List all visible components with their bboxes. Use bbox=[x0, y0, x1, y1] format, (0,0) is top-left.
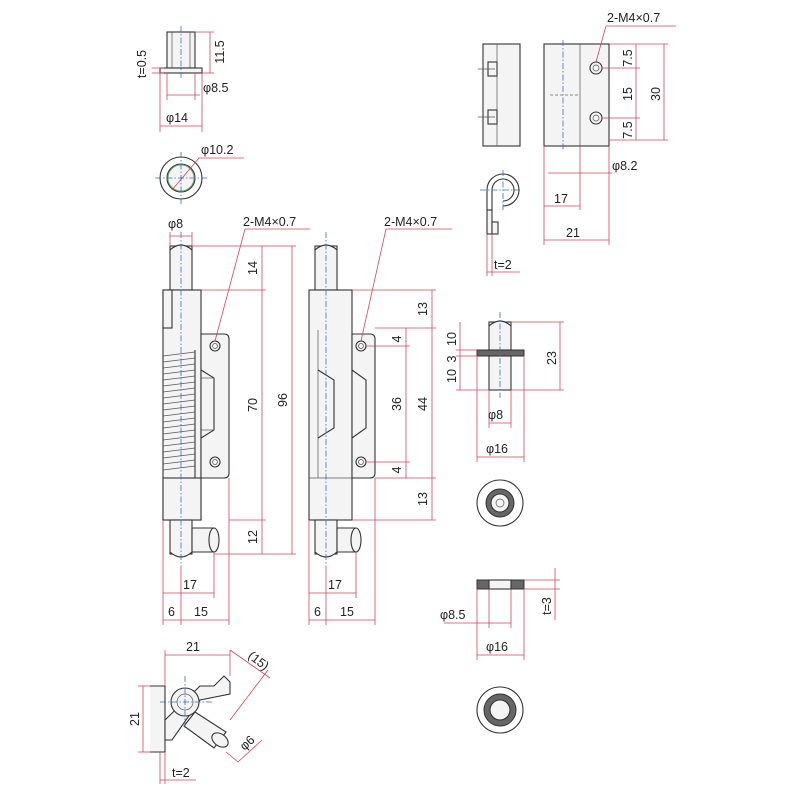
washer-inner-diameter-label: φ8.5 bbox=[440, 608, 466, 622]
latch-body-dims bbox=[308, 228, 452, 625]
washer-bottom-view bbox=[476, 686, 524, 734]
stepped-pin-top-view bbox=[476, 479, 524, 527]
dim-7p5-bottom-label: 7.5 bbox=[621, 121, 635, 138]
top-view-thickness-label: t=2 bbox=[172, 766, 190, 780]
dim-4-bottom-label: 4 bbox=[390, 466, 404, 473]
small-pin-view bbox=[152, 26, 214, 132]
top-view-15-label: (15) bbox=[245, 648, 271, 673]
stepped-pin-dims bbox=[456, 321, 564, 462]
dim-15-label-left: 15 bbox=[194, 605, 208, 619]
dim-36-label: 36 bbox=[390, 397, 404, 411]
pin-height-label: 11.5 bbox=[213, 40, 227, 63]
stepped-pin-view bbox=[476, 312, 525, 398]
bolt-diameter-label: φ8 bbox=[168, 217, 183, 231]
thread-callout-middle: 2-M4×0.7 bbox=[384, 215, 437, 229]
dim-10-top-label: 10 bbox=[445, 332, 459, 346]
stepped-pin-d8-label: φ8 bbox=[488, 408, 503, 422]
pin-thickness-label: t=0.5 bbox=[135, 50, 149, 78]
latch-top-view bbox=[150, 675, 231, 753]
pin-diameter-label: φ8.5 bbox=[203, 81, 229, 95]
dim-21-bracket-label: 21 bbox=[566, 226, 580, 240]
washer-diameter-label: φ10.2 bbox=[201, 143, 233, 157]
bracket-hole-diameter-label: φ8.2 bbox=[612, 159, 638, 173]
dim-23-label: 23 bbox=[545, 351, 559, 365]
top-view-d6-label: φ6 bbox=[237, 733, 258, 754]
dim-30-label: 30 bbox=[649, 87, 663, 101]
dim-10-bottom-label: 10 bbox=[445, 369, 459, 383]
pin-base-diameter-label: φ14 bbox=[166, 111, 188, 125]
thread-callout-bracket: 2-M4×0.7 bbox=[607, 11, 660, 25]
dim-6-label-middle: 6 bbox=[314, 605, 321, 619]
dim-3-label: 3 bbox=[445, 355, 459, 362]
stepped-pin-d16-label: φ16 bbox=[486, 442, 508, 456]
latch-top-dims bbox=[138, 649, 271, 784]
dim-17-label-middle: 17 bbox=[328, 578, 342, 592]
washer-outer-diameter-label: φ16 bbox=[486, 640, 508, 654]
dim-17-label-left: 17 bbox=[183, 578, 197, 592]
washer-side-view bbox=[444, 568, 560, 660]
top-view-21-label: 21 bbox=[186, 640, 200, 654]
dim-17-bracket-label: 17 bbox=[554, 192, 568, 206]
dim-96-label: 96 bbox=[276, 393, 290, 407]
dim-70-label: 70 bbox=[246, 398, 260, 412]
bracket-front-view bbox=[543, 40, 610, 150]
spring-coils bbox=[162, 350, 196, 478]
dim-7p5-top-label: 7.5 bbox=[621, 49, 635, 66]
thread-callout-left: 2-M4×0.7 bbox=[243, 215, 296, 229]
dim-15-bracket-label: 15 bbox=[621, 87, 635, 101]
latch-body-view bbox=[308, 232, 376, 566]
washer-thickness-label: t=3 bbox=[540, 597, 554, 615]
bracket-thickness-label: t=2 bbox=[494, 258, 512, 272]
dim-14-label: 14 bbox=[246, 261, 260, 275]
washer-top-view bbox=[155, 152, 244, 204]
dim-44-label: 44 bbox=[416, 397, 430, 411]
dim-13-top-label: 13 bbox=[416, 302, 430, 316]
dim-15-label-middle: 15 bbox=[340, 605, 354, 619]
dim-4-top-label: 4 bbox=[390, 335, 404, 342]
bracket-side-view bbox=[478, 43, 521, 147]
latch-spring-view bbox=[162, 232, 230, 566]
bracket-profile bbox=[480, 170, 520, 276]
dim-12-label: 12 bbox=[246, 530, 260, 544]
dim-13-bottom-label: 13 bbox=[416, 492, 430, 506]
bracket-dims bbox=[543, 25, 676, 245]
latch-spring-dims bbox=[162, 228, 310, 625]
dim-6-label-left: 6 bbox=[168, 605, 175, 619]
top-view-21-vertical-label: 21 bbox=[128, 712, 142, 726]
